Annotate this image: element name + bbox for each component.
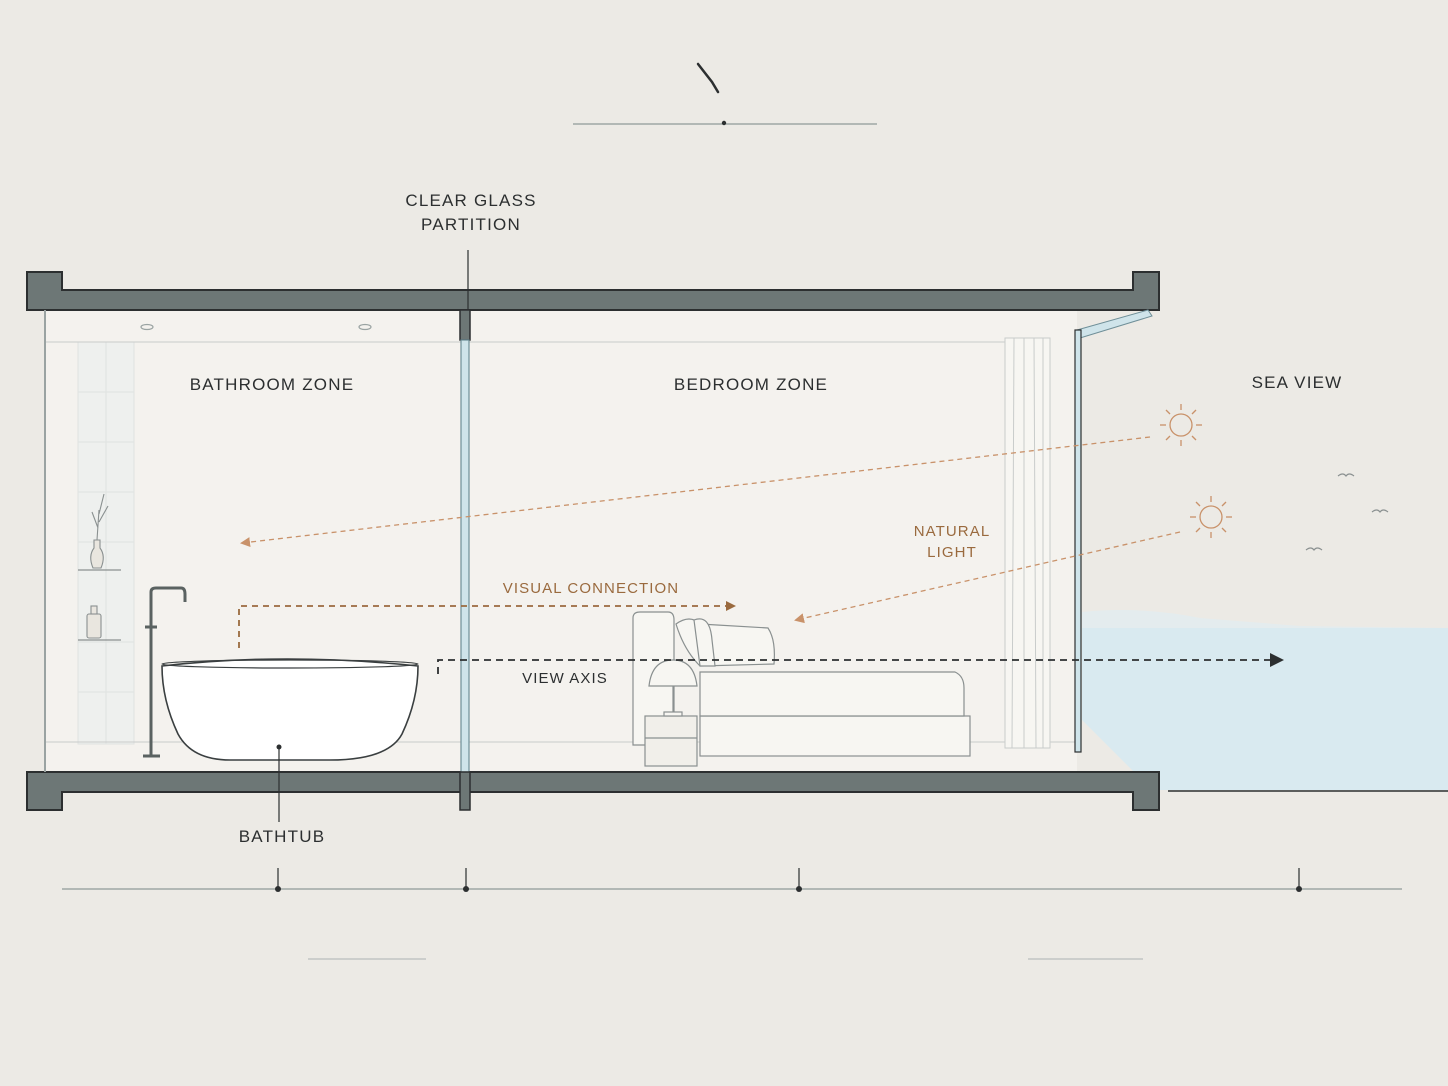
lamp-icon <box>648 659 698 717</box>
bathroom-zone-label: BATHROOM ZONE <box>190 375 355 394</box>
vase-icon <box>90 493 109 569</box>
tiled-wall <box>77 341 135 745</box>
visual-connection-arrow <box>238 601 736 648</box>
sun-icon <box>1160 404 1202 446</box>
faucet-icon <box>143 586 187 758</box>
bird-icon <box>1305 473 1389 551</box>
view-axis-label: VIEW AXIS <box>522 670 608 687</box>
bottle-icon <box>86 605 102 639</box>
roof-slab <box>26 271 1160 311</box>
visual-connection-label: VISUAL CONNECTION <box>503 580 680 597</box>
bathtub <box>161 658 419 822</box>
view-axis-arrow <box>437 653 1284 674</box>
natural-light-label-line2: LIGHT <box>927 544 977 561</box>
wall-niche-shelves <box>78 569 121 641</box>
natural-light-arrow <box>794 531 1181 624</box>
partition-label-line2: PARTITION <box>421 215 521 234</box>
floor-slab <box>26 771 1160 811</box>
dimension-line <box>62 868 1402 892</box>
ceiling-light <box>140 323 372 331</box>
facade-glass <box>1074 309 1153 753</box>
nightstand <box>644 715 698 767</box>
north-mark-icon <box>573 62 877 126</box>
natural-light-label-line1: NATURAL <box>914 523 991 540</box>
sea-area <box>1082 610 1448 792</box>
sea-view-label: SEA VIEW <box>1252 373 1343 392</box>
sun-icon <box>1190 496 1232 538</box>
curtain <box>1004 337 1051 749</box>
glass-partition <box>459 250 471 811</box>
bedroom-zone-label: BEDROOM ZONE <box>674 375 828 394</box>
partition-label-line1: CLEAR GLASS <box>405 191 536 210</box>
bathtub-label: BATHTUB <box>239 827 325 846</box>
